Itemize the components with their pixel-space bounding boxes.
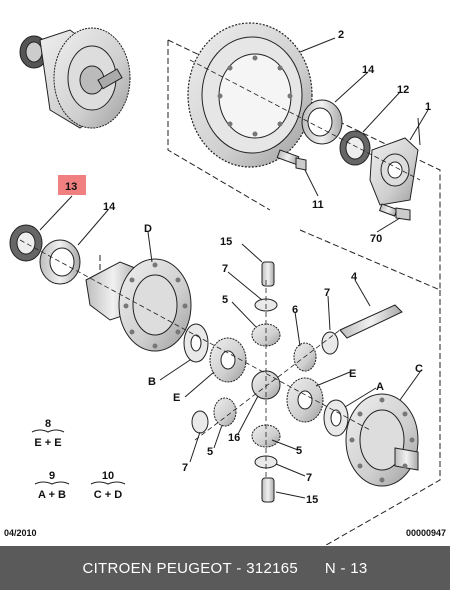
callout-5-a: 5	[222, 294, 228, 306]
differential-case-half-C	[345, 393, 419, 487]
position-label: N - 13	[324, 559, 368, 577]
bearing-part-left	[39, 239, 81, 285]
callout-7-b: 7	[324, 287, 330, 299]
callout-12: 12	[397, 84, 409, 96]
callout-A: A	[376, 381, 384, 393]
legend-10-number: 10	[102, 470, 114, 482]
callout-2: 2	[338, 29, 344, 41]
legend-9-number: 9	[49, 470, 55, 482]
legend-8-number: 8	[45, 418, 51, 430]
pin-part-15-top	[261, 261, 275, 287]
callout-11: 11	[312, 199, 324, 211]
assembly-axes	[19, 59, 421, 480]
spacer	[298, 560, 325, 577]
callout-14-upper: 14	[362, 64, 375, 76]
callout-5-b: 5	[207, 446, 213, 458]
legend-10-brace	[90, 481, 126, 485]
ring-gear-part	[187, 22, 313, 168]
oil-seal-part	[339, 130, 371, 166]
pin-part-15-bottom	[261, 477, 275, 503]
thrust-washers-7	[191, 298, 339, 469]
document-code: 00000947	[405, 528, 446, 538]
side-gear-part-E-left	[209, 337, 247, 383]
callout-13: 13	[65, 181, 77, 193]
bolt-part-70	[378, 203, 411, 221]
bearing-housing-part	[369, 137, 419, 206]
separator: -	[231, 559, 247, 577]
bearing-part-upper	[301, 99, 343, 145]
callout-1: 1	[425, 101, 431, 113]
differential-case-half-D	[85, 258, 192, 352]
bolt-part-11	[276, 149, 307, 171]
legend-8-formula: E + E	[34, 437, 61, 449]
callout-E-right: E	[349, 368, 356, 380]
oil-seal-part-13	[9, 224, 43, 262]
callout-6: 6	[292, 304, 298, 316]
brand-label: CITROEN PEUGEOT	[82, 559, 232, 577]
callout-leaders	[39, 37, 429, 499]
callout-70: 70	[370, 233, 382, 245]
part-info-bar: CITROEN PEUGEOT - 312165 N - 13	[0, 546, 450, 590]
legend-9-brace	[34, 481, 70, 485]
callout-15-top: 15	[220, 236, 232, 248]
pinion-shaft-part	[339, 304, 403, 339]
legend-10-formula: C + D	[94, 489, 122, 501]
callout-7-a: 7	[222, 263, 228, 275]
callout-7-c: 7	[182, 462, 188, 474]
revision-date: 04/2010	[4, 528, 37, 538]
callout-5-c: 5	[296, 445, 302, 457]
kit-legend: 8 E + E 9 A + B 10 C + D	[31, 418, 126, 501]
part-number: 312165	[246, 559, 299, 577]
side-gear-part-E-right	[286, 377, 324, 423]
highlighted-part-marker	[58, 175, 86, 195]
callout-4: 4	[351, 271, 358, 283]
callout-C: C	[415, 363, 423, 375]
callout-B: B	[148, 376, 156, 388]
callout-E-left: E	[173, 392, 180, 404]
callout-15-bottom: 15	[306, 494, 318, 506]
callout-7-d: 7	[306, 472, 312, 484]
exploded-parts-diagram: 2 14 12 1 11 70 13 14 D 15 7 4 5 7 6 C B…	[9, 22, 441, 545]
legend-8-brace	[31, 429, 65, 433]
callout-14-left: 14	[103, 201, 116, 213]
assembled-differential-thumbnail	[19, 27, 131, 129]
callout-D: D	[144, 223, 152, 235]
washer-part-A	[323, 399, 349, 437]
legend-9-formula: A + B	[38, 489, 66, 501]
callout-16: 16	[228, 432, 240, 444]
washer-part-B	[183, 323, 209, 363]
